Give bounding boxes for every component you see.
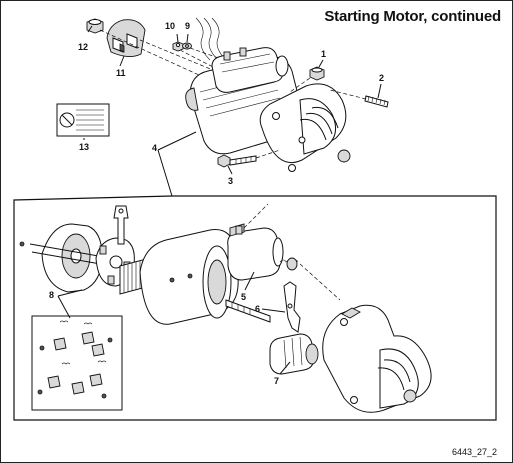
part-12-nut — [86, 18, 104, 34]
leader-line — [176, 33, 179, 43]
part-1-nut — [309, 66, 325, 81]
callout-1: 1 — [321, 49, 326, 59]
field-frame — [139, 229, 239, 325]
leader-line — [318, 59, 324, 68]
armature-shaft — [225, 299, 271, 323]
assembly-line — [299, 263, 341, 301]
figure-reference-code: 6443_27_2 — [451, 447, 497, 457]
brush-kit-inset — [31, 315, 123, 411]
leader-line — [186, 33, 189, 43]
leader-line — [57, 295, 71, 319]
part-6-shift-lever — [283, 281, 301, 333]
drive-end-housing — [322, 304, 432, 413]
leader-line — [57, 289, 83, 297]
leader-line — [87, 25, 93, 33]
callout-6: 6 — [255, 304, 260, 314]
support-bracket — [113, 205, 129, 245]
leader-line — [261, 308, 286, 313]
callout-8: 8 — [49, 290, 54, 300]
part-2-stud — [364, 95, 389, 108]
assembly-line — [243, 203, 269, 229]
callout-9: 9 — [185, 21, 190, 31]
leader-line — [157, 149, 173, 197]
leader-line — [119, 55, 125, 67]
assembly-line — [139, 39, 226, 76]
part-3-bolt — [217, 154, 257, 168]
leader-line — [244, 271, 255, 291]
assembly-line — [99, 29, 211, 81]
commutator-end-plate — [19, 223, 113, 293]
leader-line — [227, 165, 233, 175]
assembly-line — [179, 49, 216, 69]
part-7-pinion-drive — [269, 333, 319, 375]
callout-13: 13 — [79, 142, 89, 152]
leader-line — [157, 131, 197, 151]
callout-5: 5 — [241, 292, 246, 302]
part-13-warning-label — [56, 103, 110, 137]
starting-motor-assembled — [185, 17, 351, 172]
leader-line — [377, 83, 382, 99]
callout-7: 7 — [274, 376, 279, 386]
page-title: Starting Motor, continued — [324, 8, 501, 25]
callout-10: 10 — [165, 21, 175, 31]
exploded-view-border — [13, 195, 497, 421]
callout-2: 2 — [379, 73, 384, 83]
assembly-line — [255, 149, 281, 159]
part-11-terminal-cover — [106, 19, 146, 57]
part-9-washer — [182, 42, 192, 50]
leader-line — [279, 361, 291, 375]
callout-3: 3 — [228, 176, 233, 186]
part-10-nut — [172, 41, 184, 52]
callout-12: 12 — [78, 42, 88, 52]
part-5-solenoid — [227, 223, 299, 281]
callout-11: 11 — [116, 68, 126, 78]
assembly-line — [289, 77, 311, 93]
callout-4: 4 — [152, 143, 157, 153]
